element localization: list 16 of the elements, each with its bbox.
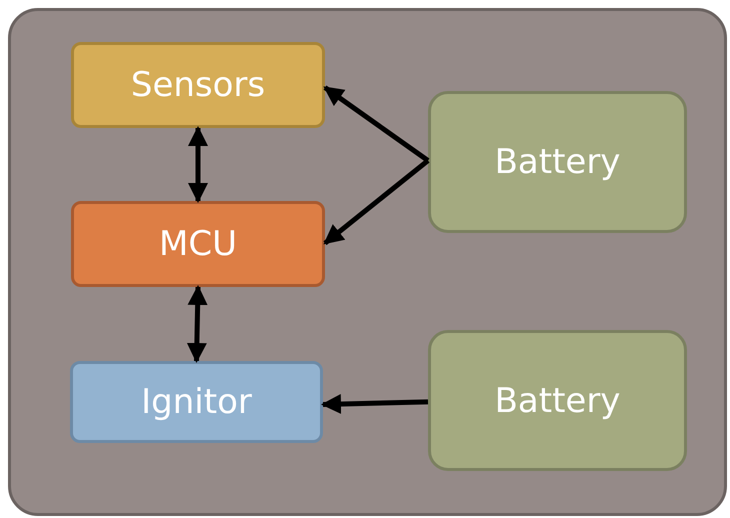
system-panel [8, 8, 727, 516]
arrow [188, 126, 208, 203]
arrow [186, 285, 208, 363]
process-box [71, 42, 325, 128]
node-label: Battery [494, 142, 620, 182]
process-box [428, 330, 687, 471]
process-box [428, 91, 687, 233]
process-box [71, 201, 325, 287]
arrow [323, 158, 430, 246]
process-box [70, 361, 323, 443]
arrow [321, 394, 428, 414]
node-label: Sensors [130, 65, 266, 105]
node-label: Ignitor [141, 382, 252, 422]
arrow [323, 86, 430, 163]
node-label: MCU [159, 224, 237, 264]
node-label: Battery [494, 380, 620, 420]
